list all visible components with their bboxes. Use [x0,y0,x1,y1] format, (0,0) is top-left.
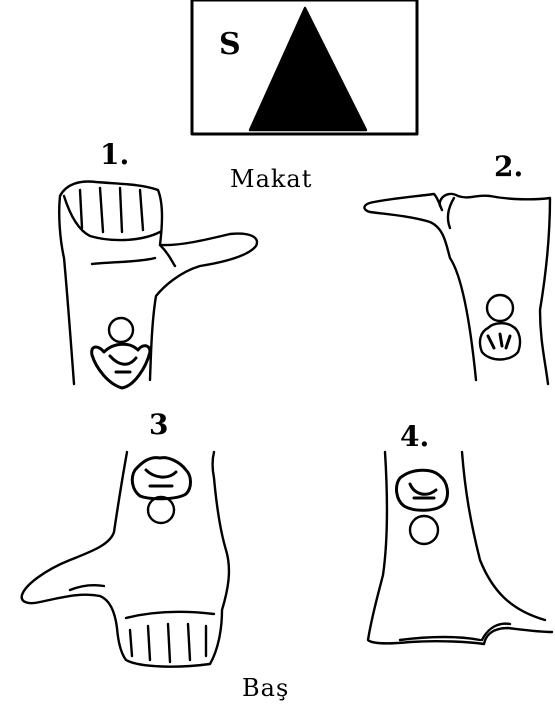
hand-panel-3 [22,452,229,667]
legend-letter: S [219,27,241,62]
caption-makat: Makat [230,165,312,193]
panel-4-number: 4. [400,420,429,453]
hand-panel-1 [59,182,257,388]
hand-panel-2 [364,194,550,384]
panel-1-number: 1. [100,138,129,171]
caption-bas: Baş [242,674,289,702]
panel-2-number: 2. [494,150,523,183]
panel-3-number: 3 [149,408,168,441]
legend-triangle [250,8,366,130]
hand-panel-4 [368,452,552,644]
